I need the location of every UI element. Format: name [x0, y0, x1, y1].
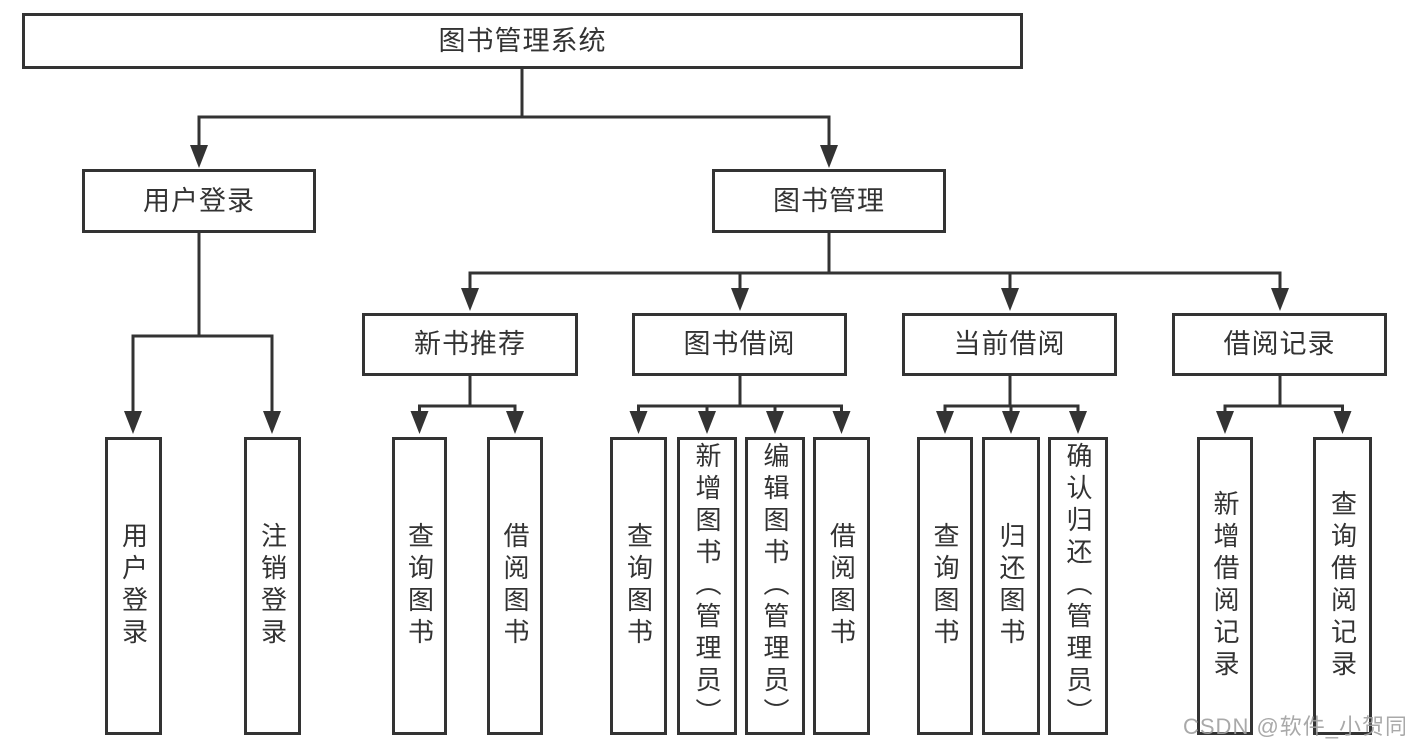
node-borrow-records: 借阅记录	[1172, 313, 1387, 376]
leaf-edit-books-admin: 编辑图书（管理员）	[745, 437, 805, 735]
leaf-borrow-books-recommend: 借阅图书	[487, 437, 543, 735]
leaf-query-books-current: 查询图书	[917, 437, 973, 735]
node-book-borrow: 图书借阅	[632, 313, 847, 376]
leaf-borrow-books: 借阅图书	[813, 437, 870, 735]
leaf-borrow-books-label: 借阅图书	[826, 522, 857, 650]
node-library-management-system-label: 图书管理系统	[438, 25, 607, 56]
leaf-add-books-admin-label: 新增图书（管理员）	[692, 442, 722, 730]
node-library-management-system: 图书管理系统	[22, 13, 1023, 69]
node-borrow-records-label: 借阅记录	[1223, 329, 1336, 359]
leaf-confirm-return-admin: 确认归还（管理员）	[1048, 437, 1108, 735]
leaf-add-borrow-record: 新增借阅记录	[1197, 437, 1253, 735]
leaf-query-books-borrow: 查询图书	[610, 437, 667, 735]
csdn-watermark: CSDN @软件_小贺同学	[1183, 714, 1405, 739]
leaf-borrow-books-recommend-label: 借阅图书	[500, 522, 530, 650]
node-book-borrow-label: 图书借阅	[683, 329, 796, 359]
node-book-management-group: 图书管理	[712, 169, 946, 233]
arrowhead-icons	[124, 145, 1352, 434]
node-current-borrow-label: 当前借阅	[953, 329, 1066, 359]
leaf-query-books-recommend: 查询图书	[392, 437, 447, 735]
leaf-user-login: 用户登录	[105, 437, 162, 735]
leaf-query-books-current-label: 查询图书	[930, 522, 960, 650]
leaf-add-books-admin: 新增图书（管理员）	[677, 437, 737, 735]
leaf-logout: 注销登录	[244, 437, 301, 735]
leaf-query-books-recommend-label: 查询图书	[404, 522, 435, 650]
leaf-confirm-return-admin-label: 确认归还（管理员）	[1063, 442, 1093, 730]
leaf-user-login-label: 用户登录	[118, 522, 149, 650]
leaf-add-borrow-record-label: 新增借阅记录	[1210, 490, 1240, 682]
leaf-edit-books-admin-label: 编辑图书（管理员）	[760, 442, 790, 730]
leaf-return-books: 归还图书	[982, 437, 1040, 735]
node-new-book-recommend: 新书推荐	[362, 313, 578, 376]
node-new-book-recommend-label: 新书推荐	[414, 329, 526, 359]
node-user-login-group-label: 用户登录	[143, 185, 255, 216]
node-user-login-group: 用户登录	[82, 169, 316, 233]
node-current-borrow: 当前借阅	[902, 313, 1117, 376]
leaf-query-borrow-record: 查询借阅记录	[1313, 437, 1372, 735]
node-book-management-group-label: 图书管理	[773, 185, 885, 216]
leaf-return-books-label: 归还图书	[996, 522, 1026, 650]
leaf-query-books-borrow-label: 查询图书	[623, 522, 654, 650]
leaf-query-borrow-record-label: 查询借阅记录	[1327, 490, 1358, 682]
leaf-logout-label: 注销登录	[257, 522, 288, 650]
